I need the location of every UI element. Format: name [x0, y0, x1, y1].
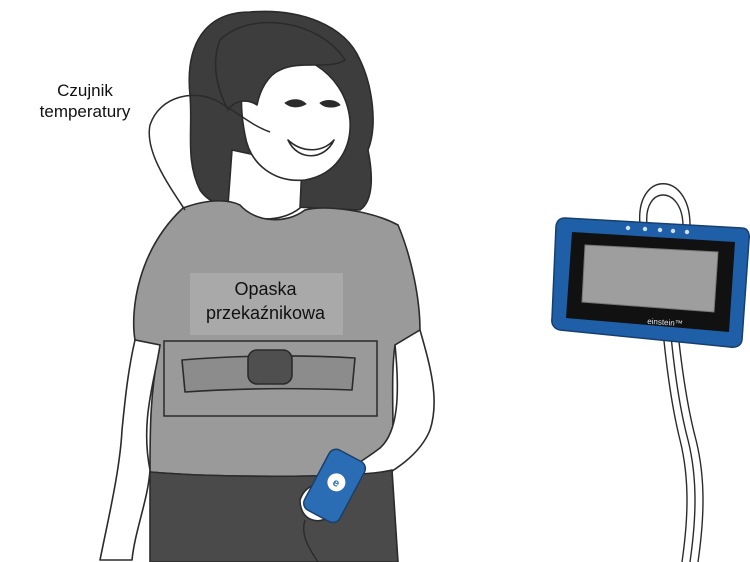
temperature-sensor-label: Czujnik temperatury: [20, 80, 150, 122]
temperature-icon: [671, 229, 675, 233]
belt-transmitter: [248, 350, 292, 384]
einstein-tablet: [552, 184, 749, 562]
clock-icon: [685, 230, 689, 234]
pants: [150, 470, 398, 562]
relay-belt-label: Opaska przekaźnikowa: [189, 277, 342, 325]
sensor-port-icon: [626, 226, 630, 230]
tablet-screen: [582, 245, 718, 312]
shirt: [134, 201, 420, 476]
drop-icon: [643, 227, 647, 231]
heart-icon: [658, 228, 662, 232]
